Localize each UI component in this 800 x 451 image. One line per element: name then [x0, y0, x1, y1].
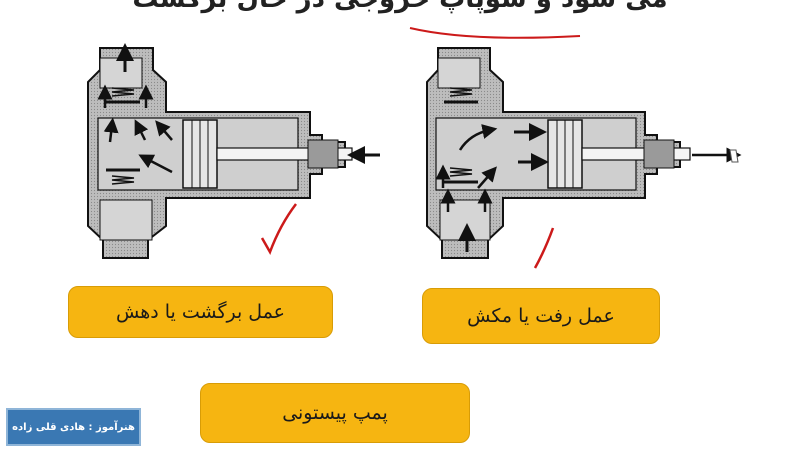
author-credit: هنرآموز : هادی قلی زاده	[6, 408, 141, 446]
left-check-mark	[260, 203, 297, 255]
label-return-stroke: عمل برگشت یا دهش	[68, 286, 333, 338]
slide-title: می شود و سوپاپ خروجی در حال برگشت	[0, 0, 800, 14]
pump-diagram-left	[87, 43, 380, 259]
title-underline-mark	[409, 27, 581, 39]
pump-diagram-right	[426, 47, 742, 269]
right-pointer-mark	[729, 149, 739, 163]
label-forward-stroke: عمل رفت یا مکش	[422, 288, 660, 344]
right-check-mark	[533, 227, 555, 269]
label-pump-name: پمپ پیستونی	[200, 383, 470, 443]
